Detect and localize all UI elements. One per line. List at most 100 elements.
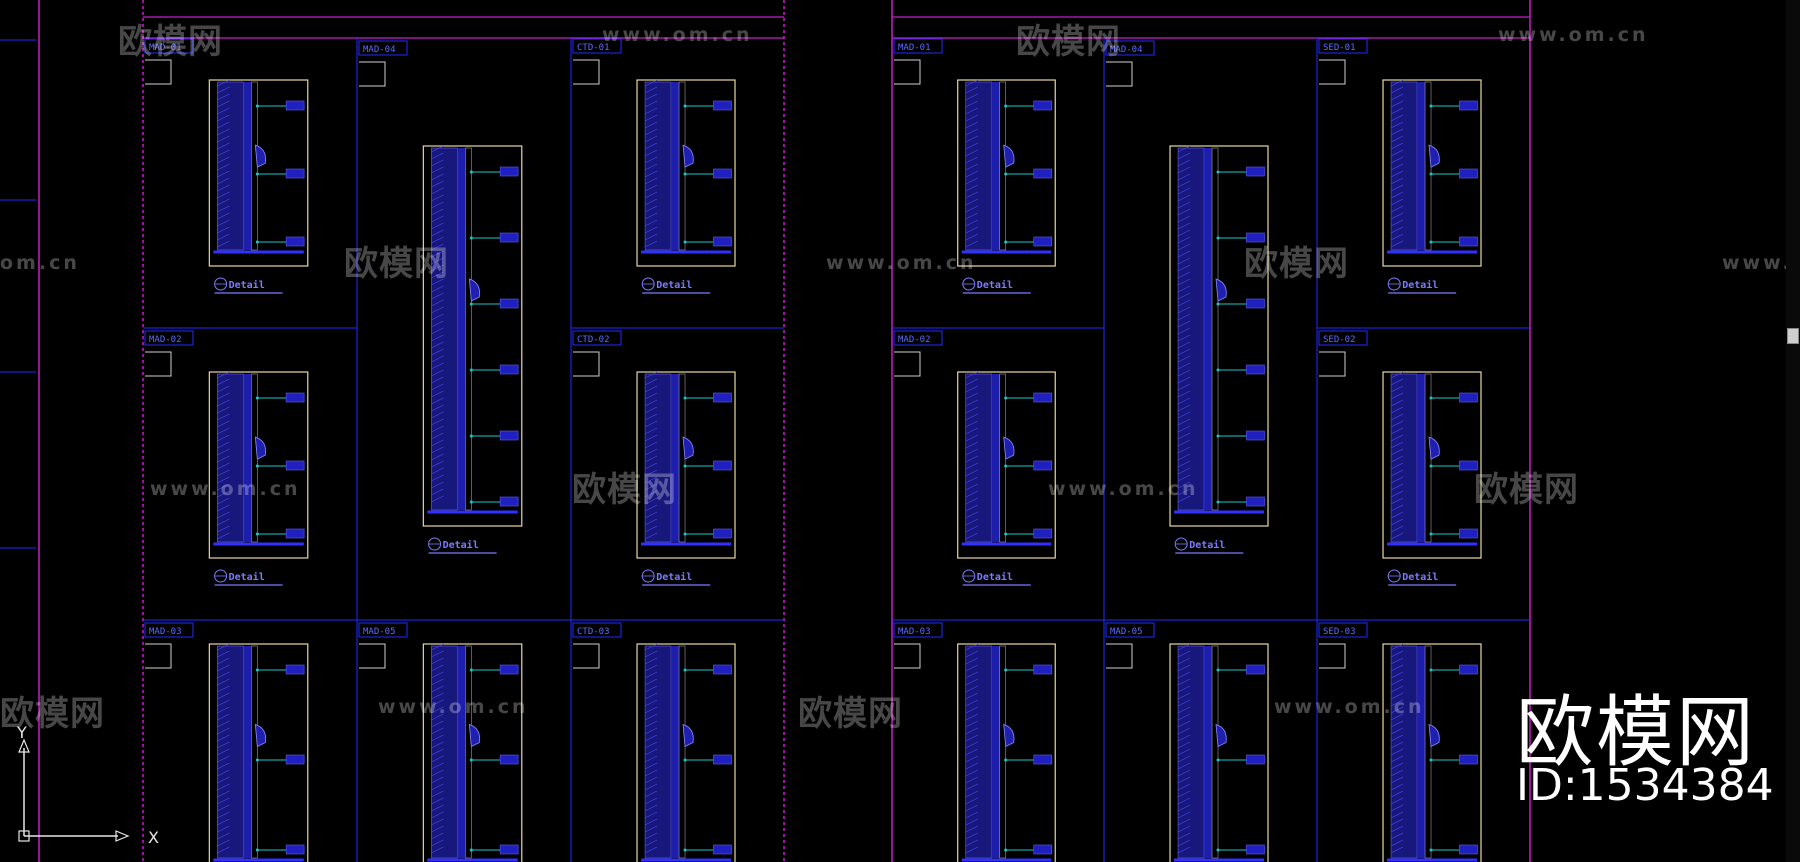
finish-layer	[1211, 645, 1219, 859]
hatch-line	[965, 825, 978, 833]
hatch-line	[217, 184, 230, 192]
hatch-line	[1177, 299, 1191, 307]
detail-tag-box	[893, 38, 943, 54]
finish-layer	[678, 373, 686, 543]
leader-dot	[683, 532, 687, 536]
tag-bracket	[573, 351, 600, 377]
hatch-line	[431, 832, 444, 840]
hatch-line	[1177, 727, 1191, 735]
hatch-line	[1390, 804, 1404, 812]
hatch-line	[431, 355, 444, 363]
hatch-line	[217, 462, 230, 470]
hatch-line	[644, 818, 658, 826]
hatch-line	[965, 413, 978, 421]
hatch-line	[1177, 194, 1191, 202]
vertical-scrollbar[interactable]	[1786, 0, 1800, 862]
hatch-line	[965, 692, 978, 700]
leader-dot	[1216, 302, 1220, 306]
hatch-line	[1177, 348, 1191, 356]
leader-dot	[1216, 500, 1220, 504]
detail-cell: MAD-05	[358, 622, 523, 862]
hatch-line	[431, 699, 444, 707]
hatch-line	[431, 706, 444, 714]
hatch-line	[965, 525, 978, 533]
detail-title: Detail	[229, 279, 265, 291]
hatch-line	[217, 678, 230, 686]
hatch-line	[1390, 177, 1404, 185]
detail-title: Detail	[443, 539, 479, 551]
hatch-line	[644, 86, 658, 94]
moulding-profile	[254, 144, 267, 168]
hatch-line	[217, 170, 230, 178]
scrollbar-thumb[interactable]	[1787, 328, 1799, 344]
hatch-line	[644, 240, 658, 248]
finish-layer	[465, 147, 472, 511]
hatch-line	[431, 208, 444, 216]
hatch-line	[217, 427, 230, 435]
detail-frame	[1169, 145, 1269, 527]
hatch-line	[1390, 490, 1404, 498]
hatch-line	[644, 100, 658, 108]
leader-dot	[1004, 848, 1008, 852]
detail-frame	[636, 371, 736, 559]
hatch-line	[217, 643, 230, 651]
hatch-line	[217, 469, 230, 477]
wall-layer	[1417, 374, 1426, 542]
callout-tag	[1459, 460, 1478, 471]
hatch-line	[217, 135, 230, 143]
callout-tag	[499, 430, 519, 441]
finish-layer	[678, 645, 686, 859]
detail-tag: MAD-03	[149, 627, 182, 637]
detail-tag: SED-02	[1323, 335, 1356, 345]
hatch-line	[431, 313, 444, 321]
hatch-line	[217, 448, 230, 456]
hatch-line	[1177, 383, 1191, 391]
hatch-line	[431, 643, 444, 651]
hatch-line	[217, 532, 230, 540]
hatch-line	[644, 790, 658, 798]
hatch-line	[1390, 406, 1404, 414]
wall-layer	[644, 81, 672, 251]
leader-dot	[255, 172, 259, 176]
detail-tag-box	[144, 38, 194, 54]
hatch-line	[965, 399, 978, 407]
hatch-line	[217, 406, 230, 414]
hatch-line	[965, 532, 978, 540]
hatch-line	[431, 166, 444, 174]
hatch-line	[217, 734, 230, 742]
leader-dot	[683, 396, 687, 400]
leader-dot	[255, 848, 259, 852]
tag-bracket	[894, 59, 921, 85]
hatch-line	[431, 474, 444, 482]
leader-dot	[255, 758, 259, 762]
hatch-line	[431, 390, 444, 398]
hatch-line	[965, 783, 978, 791]
hatch-line	[965, 156, 978, 164]
hatch-line	[965, 678, 978, 686]
tag-bracket	[573, 643, 600, 669]
detail-cell: MAD-03	[893, 622, 1056, 862]
wall-layer	[965, 373, 993, 543]
leader-dot	[1004, 172, 1008, 176]
hatch-line	[217, 476, 230, 484]
detail-tag: MAD-04	[1110, 45, 1143, 55]
leader-dot	[683, 240, 687, 244]
hatch-line	[1390, 664, 1404, 672]
detail-tag-box	[572, 330, 622, 346]
hatch-line	[644, 685, 658, 693]
hatch-line	[1390, 114, 1404, 122]
hatch-line	[431, 790, 444, 798]
callout-tag	[1033, 754, 1053, 765]
callout-tag	[499, 496, 519, 507]
hatch-line	[965, 832, 978, 840]
hatch-line	[217, 385, 230, 393]
hatch-line	[431, 811, 444, 819]
leader-dot	[469, 668, 473, 672]
leader-dot	[683, 464, 687, 468]
hatch-line	[1177, 397, 1191, 405]
leader-dot	[1429, 668, 1433, 672]
hatch-line	[644, 149, 658, 157]
